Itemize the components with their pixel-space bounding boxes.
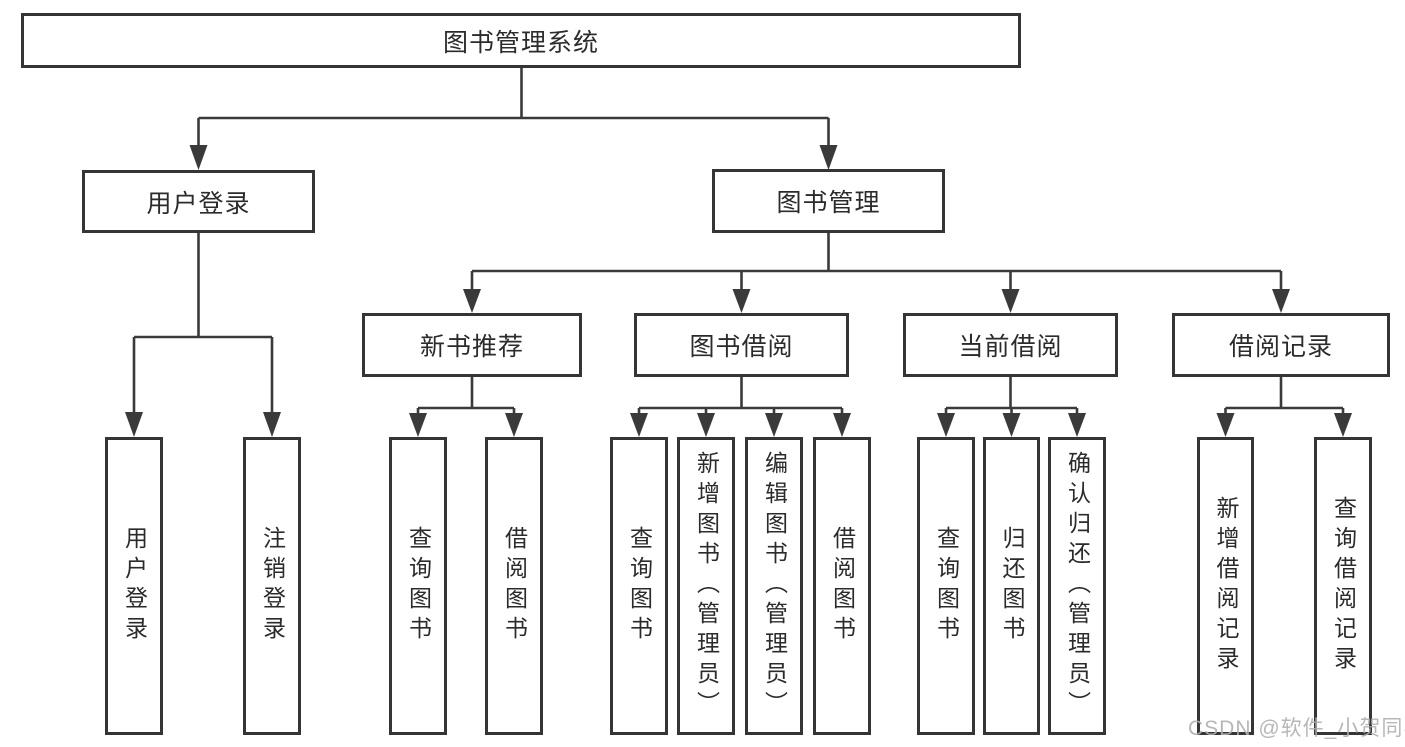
node-book-management: 图书管理	[712, 169, 945, 233]
leaf-add-books-admin: 新增图书（管理员）	[677, 437, 735, 735]
leaf-query-borrow-record: 查询借阅记录	[1314, 437, 1372, 735]
leaf-edit-books-admin: 编辑图书（管理员）	[745, 437, 803, 735]
leaf-user-login: 用户登录	[105, 437, 163, 735]
csdn-watermark: CSDN @软件_小贺同学	[1188, 717, 1405, 740]
leaf-query-books-current: 查询图书	[917, 437, 975, 735]
leaf-query-books-recommend: 查询图书	[389, 437, 447, 735]
leaf-borrow-books-recommend: 借阅图书	[485, 437, 543, 735]
leaf-borrow-books: 借阅图书	[813, 437, 871, 735]
node-borrowing-records: 借阅记录	[1172, 313, 1390, 377]
node-library-management-system: 图书管理系统	[21, 13, 1021, 68]
leaf-return-books: 归还图书	[983, 437, 1040, 735]
node-user-login: 用户登录	[82, 170, 315, 233]
leaf-confirm-return-admin: 确认归还（管理员）	[1048, 437, 1106, 735]
node-current-borrowing: 当前借阅	[903, 313, 1118, 377]
leaf-query-books-borrowing: 查询图书	[610, 437, 668, 735]
leaf-add-borrow-record: 新增借阅记录	[1197, 437, 1254, 735]
leaf-logout: 注销登录	[243, 437, 301, 735]
node-new-book-recommend: 新书推荐	[362, 313, 582, 377]
node-book-borrowing: 图书借阅	[634, 313, 849, 377]
